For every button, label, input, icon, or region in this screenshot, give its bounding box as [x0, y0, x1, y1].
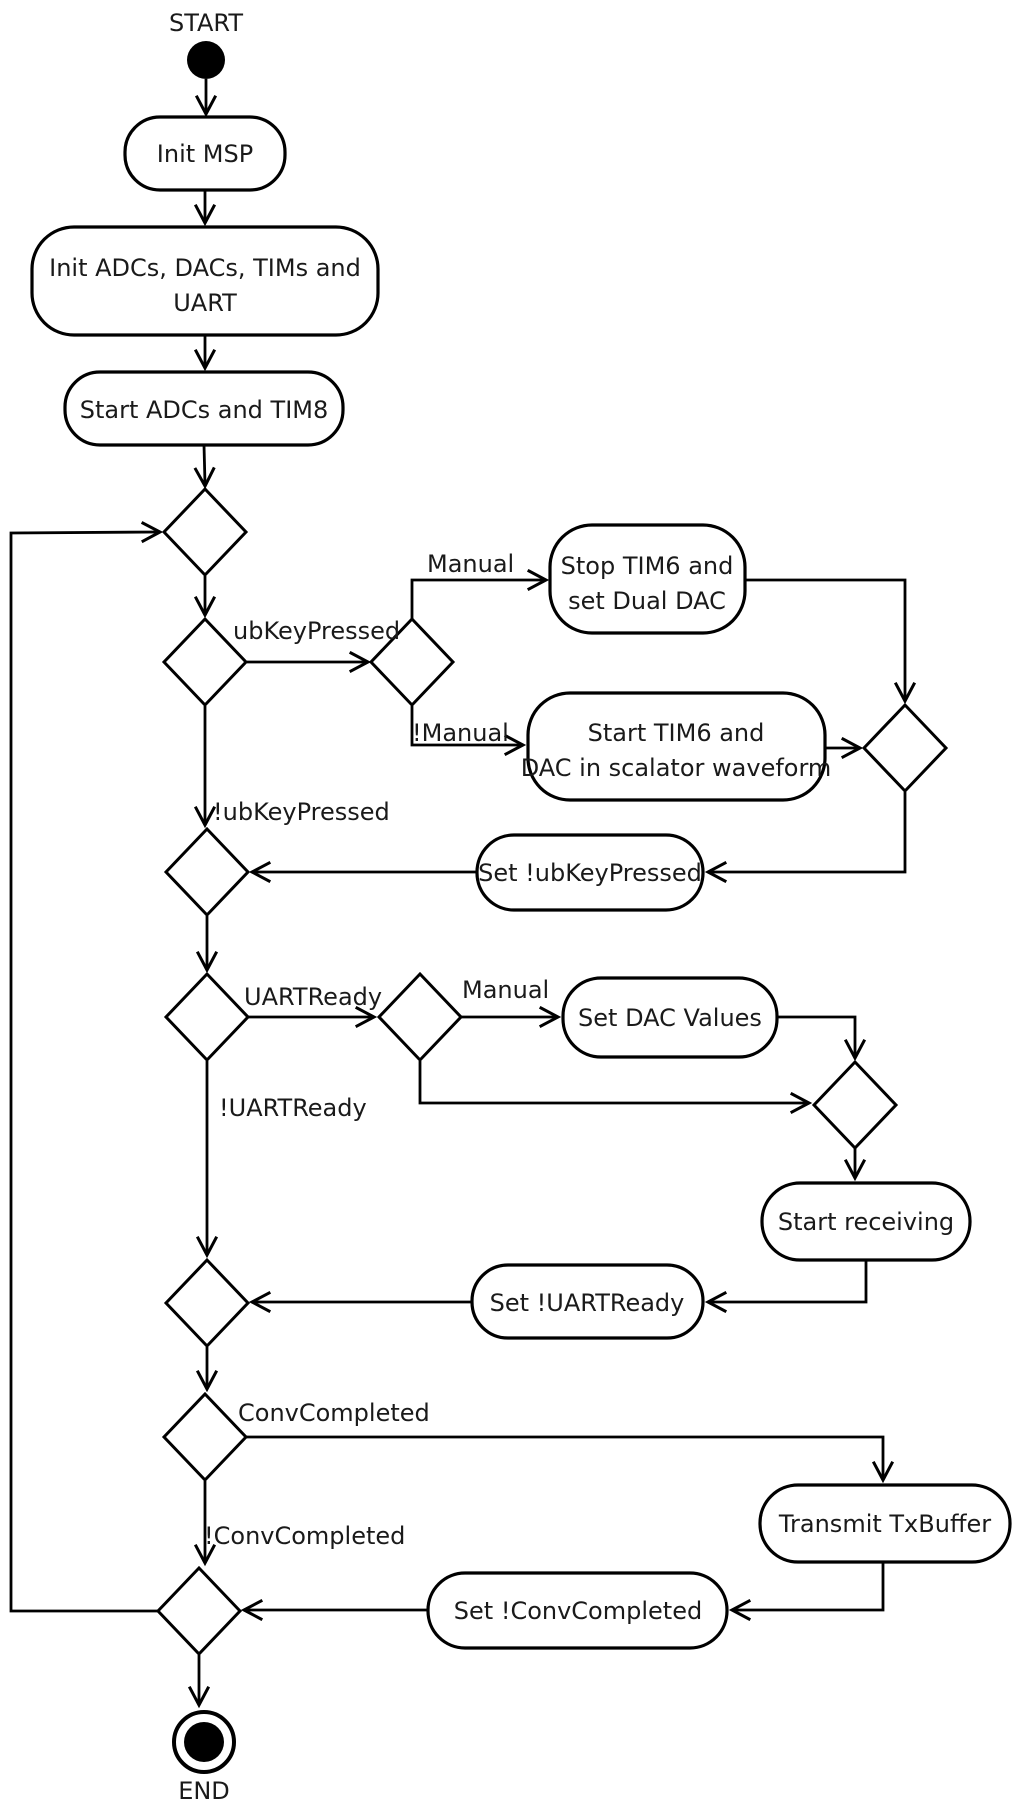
- node-init-msp-shape: [123, 115, 287, 192]
- edges: [9, 79, 917, 1709]
- label-not-uartready: !UARTReady: [219, 1094, 367, 1122]
- node-start-tim6-line1: Start TIM6 and: [588, 719, 765, 747]
- decision-uartready: [163, 971, 251, 1063]
- decision-convcompleted: [161, 1391, 249, 1483]
- node-start-receiving-shape: [760, 1181, 972, 1262]
- node-start-adcs: Start ADCs and TIM8: [63, 370, 345, 447]
- edge-setdac-to-merge3: [777, 1015, 867, 1062]
- label-manual-2: Manual: [462, 976, 549, 1004]
- edge-notmanual-to-starttim6: [410, 706, 527, 757]
- node-set-ubkeypressed-shape: [475, 833, 705, 912]
- label-not-convcompleted: !ConvCompleted: [204, 1522, 405, 1550]
- merge-diamond-main-loop: [161, 486, 249, 578]
- node-set-dac-values: Set DAC Values: [561, 976, 779, 1059]
- edge-manual-to-stoptim6: [410, 568, 550, 619]
- edge-conv-true-to-transmit: [246, 1435, 895, 1484]
- merge-diamond-right-2: [811, 1059, 899, 1151]
- decision-manual-2: [376, 971, 464, 1063]
- decision-manual-1: [368, 616, 456, 708]
- node-start-adcs-shape: [63, 370, 345, 447]
- edge-notmanual2-to-merge3: [418, 1061, 813, 1115]
- merge-diamond-right-1: [861, 702, 949, 794]
- node-set-convcompleted-shape: [426, 1571, 729, 1650]
- node-set-uartready-label: Set !UARTReady: [490, 1289, 685, 1317]
- label-not-ubkeypressed: !ubKeyPressed: [213, 798, 390, 826]
- end-node: END: [172, 1710, 236, 1805]
- node-init-msp-label: Init MSP: [157, 140, 253, 168]
- merge-diamond-ubkey: [163, 826, 251, 918]
- edge-startadcs-to-merge1: [193, 444, 216, 490]
- node-start-adcs-label: Start ADCs and TIM8: [80, 396, 329, 424]
- node-start-tim6: Start TIM6 and DAC in scalator waveform: [521, 691, 832, 802]
- label-manual-1: Manual: [427, 550, 514, 578]
- node-transmit-txbuffer-shape: [758, 1483, 1012, 1564]
- node-start-tim6-shape: [526, 691, 827, 802]
- node-set-uartready: Set !UARTReady: [470, 1263, 705, 1340]
- node-init-peripherals-line1: Init ADCs, DACs, TIMs and: [49, 254, 361, 282]
- label-not-manual: !Manual: [412, 719, 509, 747]
- node-init-msp: Init MSP: [123, 115, 287, 192]
- node-set-ubkeypressed: Set !ubKeyPressed: [475, 833, 705, 912]
- node-stop-tim6-line2: set Dual DAC: [568, 587, 726, 615]
- start-label: START: [169, 9, 243, 37]
- node-transmit-txbuffer-label: Transmit TxBuffer: [778, 1510, 991, 1538]
- start-circle: [187, 41, 225, 79]
- node-set-uartready-shape: [470, 1263, 705, 1340]
- merge-diamond-uart: [163, 1257, 251, 1349]
- node-start-receiving-label: Start receiving: [778, 1208, 954, 1236]
- edge-labels: ubKeyPressed Manual !Manual !ubKeyPresse…: [204, 550, 549, 1550]
- node-stop-tim6: Stop TIM6 and set Dual DAC: [548, 523, 747, 635]
- node-set-dac-values-shape: [561, 976, 779, 1059]
- diamonds: [155, 486, 949, 1657]
- node-init-peripherals: Init ADCs, DACs, TIMs and UART: [30, 225, 380, 337]
- edge-stoptim6-to-merge-right: [745, 578, 917, 705]
- edge-transmit-to-setconv: [728, 1562, 885, 1622]
- edge-merge-right-to-setubkey: [704, 792, 907, 884]
- node-stop-tim6-line1: Stop TIM6 and: [561, 552, 734, 580]
- end-inner-circle: [184, 1722, 224, 1762]
- node-start-receiving: Start receiving: [760, 1181, 972, 1262]
- node-set-convcompleted-label: Set !ConvCompleted: [454, 1597, 702, 1625]
- label-ubkeypressed: ubKeyPressed: [233, 617, 400, 645]
- node-stop-tim6-shape: [548, 523, 747, 635]
- decision-ubkeypressed: [161, 616, 249, 708]
- node-init-peripherals-line2: UART: [173, 289, 237, 317]
- merge-diamond-conv: [155, 1565, 243, 1657]
- edge-startreceiving-to-setuart: [704, 1260, 868, 1314]
- start-node: START: [169, 9, 243, 79]
- node-set-ubkeypressed-label: Set !ubKeyPressed: [478, 859, 702, 887]
- node-start-tim6-line2: DAC in scalator waveform: [521, 754, 832, 782]
- node-set-dac-values-label: Set DAC Values: [578, 1004, 762, 1032]
- edge-loop-back: [9, 521, 164, 1613]
- node-transmit-txbuffer: Transmit TxBuffer: [758, 1483, 1012, 1564]
- node-init-peripherals-shape: [30, 225, 380, 337]
- end-label: END: [178, 1777, 230, 1805]
- node-set-convcompleted: Set !ConvCompleted: [426, 1571, 729, 1650]
- label-convcompleted: ConvCompleted: [238, 1399, 430, 1427]
- label-uartready: UARTReady: [244, 983, 382, 1011]
